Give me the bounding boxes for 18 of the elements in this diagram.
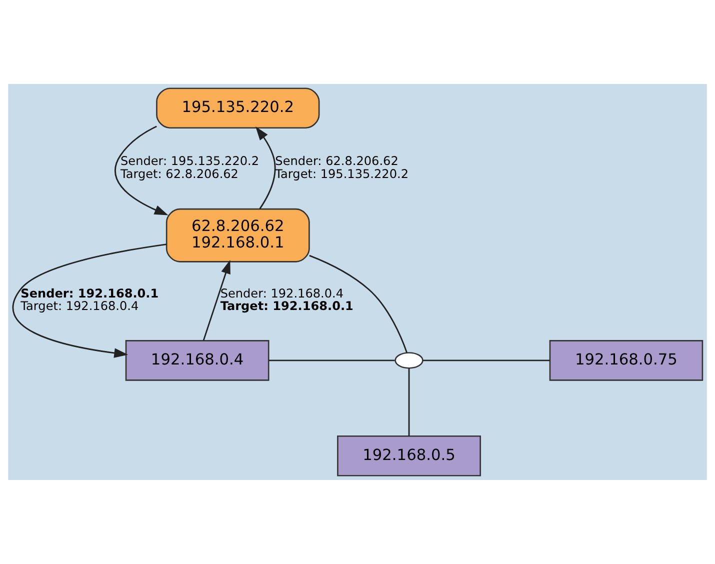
node-box: 62.8.206.62 192.168.0.1 [166, 208, 310, 262]
connector [268, 360, 395, 362]
arrow [12, 244, 167, 358]
connector [408, 368, 410, 436]
connector [423, 360, 550, 362]
node-circle [394, 352, 424, 369]
node-box: 195.135.220.2 [156, 88, 320, 129]
connector [309, 254, 408, 353]
node-box: 192.168.0.4 [125, 340, 270, 381]
arrow [256, 126, 276, 210]
arrow [202, 260, 230, 341]
node-box: 192.168.0.75 [549, 340, 704, 381]
edge-label: Sender: 62.8.206.62 Target: 195.135.220.2 [275, 154, 408, 182]
edge-label: Sender: 192.168.0.1 Target: 192.168.0.4 [20, 286, 159, 313]
arrow [114, 126, 168, 216]
edge-label: Sender: 192.168.0.4 Target: 192.168.0.1 [220, 286, 354, 313]
edge-label: Sender: 195.135.220.2 Target: 62.8.206.62 [120, 154, 260, 182]
node-box: 192.168.0.5 [337, 435, 481, 476]
